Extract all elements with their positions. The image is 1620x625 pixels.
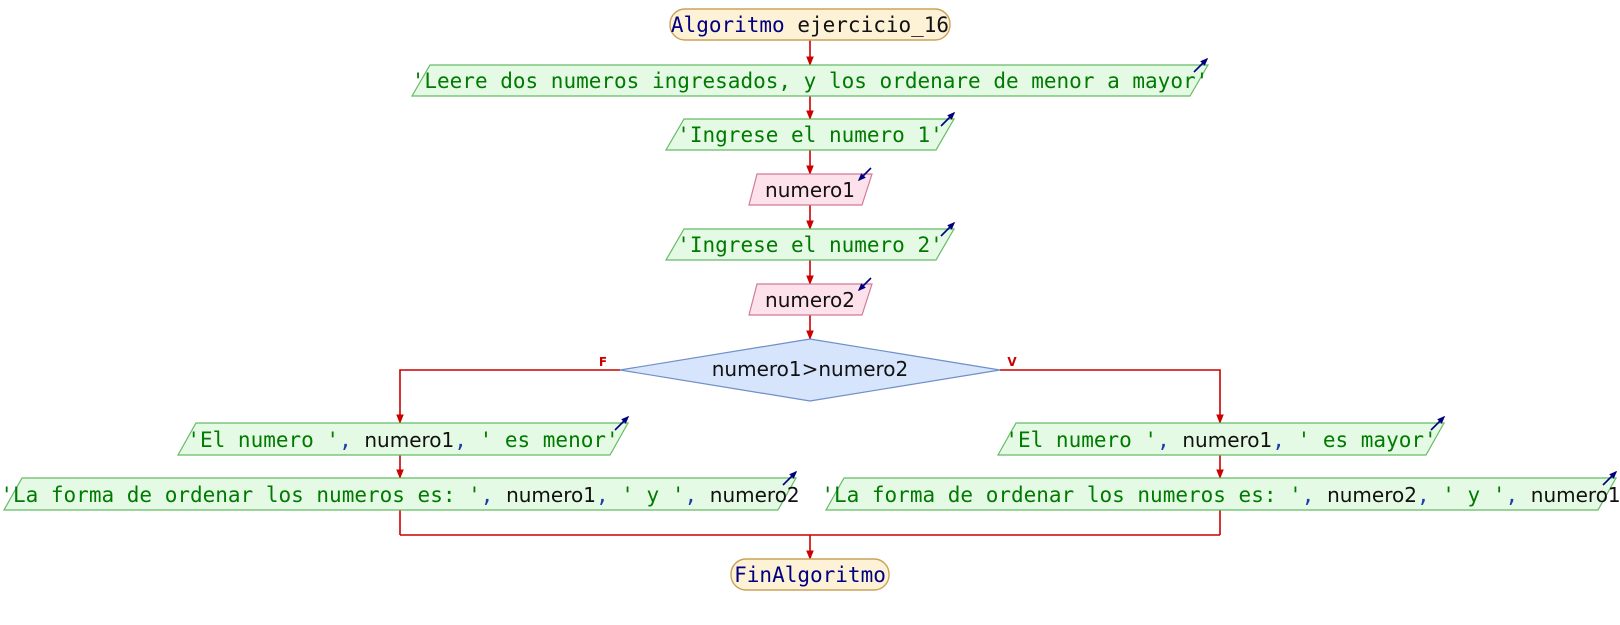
input-numero2[interactable]: numero2 [748,277,873,316]
start-terminal-shape [669,8,951,41]
output-arrow-icon [614,415,630,431]
output-prompt1-shape [664,118,956,151]
false-output-2-text: 'La forma de ordenar los numeros es: ', … [0,483,799,507]
output-prompt1[interactable]: 'Ingrese el numero 1' [664,111,956,151]
true-output-1-separator-1: , [1157,428,1182,452]
true-output-2-string-1: 'La forma de ordenar los numeros es: ' [821,483,1301,507]
false-output-1-string-1: 'El numero ' [187,428,339,452]
true-output-2-text: 'La forma de ordenar los numeros es: ', … [821,483,1620,507]
decision-false-label: F [599,355,607,369]
input-numero2-text: numero2 [765,288,855,312]
true-output-1-separator-2: , [1272,428,1297,452]
output-prompt2-text: 'Ingrese el numero 2' [677,233,943,257]
end-terminal-label: FinAlgoritmo [734,563,886,587]
true-output-2-variable-1: numero2 [1327,483,1417,507]
output-arrow-icon [940,221,956,237]
output-prompt2-shape [664,228,956,261]
true-branch-output-1[interactable]: 'El numero ', numero1, ' es mayor' [996,415,1446,456]
decision-node[interactable]: numero1>numero2 F V [599,338,1017,402]
true-output-1-variable-1: numero1 [1182,428,1272,452]
false-output-1-shape [176,422,630,456]
true-output-2-string-2: ' y ' [1442,483,1505,507]
output-intro-shape [410,64,1210,97]
input-arrow-icon [857,167,872,182]
false-output-2-separator-1: , [481,483,506,507]
false-output-1-variable-1: numero1 [364,428,454,452]
true-output-2-separator-2: , [1417,483,1442,507]
decision-condition: numero1>numero2 [712,357,909,381]
input-numero1-shape [748,173,873,206]
output-prompt2[interactable]: 'Ingrese el numero 2' [664,221,956,261]
start-algorithm-name: ejercicio_16 [797,13,949,37]
start-terminal[interactable]: Algoritmo ejercicio_16 [669,8,951,41]
start-name-space [785,13,798,37]
output-arrow-icon [1602,470,1618,486]
false-branch-output-1[interactable]: 'El numero ', numero1, ' es menor' [176,415,630,456]
output-intro-text: 'Leere dos numeros ingresados, y los ord… [412,69,1209,93]
output-intro[interactable]: 'Leere dos numeros ingresados, y los ord… [410,57,1210,97]
decision-shape [619,338,1001,402]
output-arrow-icon [1430,415,1446,431]
true-output-1-text: 'El numero ', numero1, ' es mayor' [1005,428,1436,452]
output-arrow-icon [1193,57,1209,73]
true-output-2-shape [824,477,1618,511]
start-keyword: Algoritmo [671,13,785,37]
true-output-1-string-2: ' es mayor' [1298,428,1437,452]
false-output-2-string-1: 'La forma de ordenar los numeros es: ' [0,483,480,507]
input-numero1-text: numero1 [765,178,855,202]
true-output-1-string-1: 'El numero ' [1005,428,1157,452]
true-output-2-variable-2: numero1 [1531,483,1620,507]
false-output-1-separator-1: , [339,428,364,452]
false-output-1-text: 'El numero ', numero1, ' es menor' [187,428,618,452]
connector-decision-true [1000,369,1224,424]
output-arrow-icon [782,470,798,486]
decision-true-label: V [1007,355,1017,369]
output-arrow-icon [940,111,956,127]
end-terminal[interactable]: FinAlgoritmo [730,558,890,591]
end-terminal-shape [730,558,890,591]
false-output-1-string-2: ' es menor' [480,428,619,452]
false-output-2-string-2: ' y ' [621,483,684,507]
false-branch-output-2[interactable]: 'La forma de ordenar los numeros es: ', … [0,470,800,511]
false-output-2-separator-2: , [596,483,621,507]
false-output-1-separator-2: , [454,428,479,452]
true-output-2-separator-1: , [1302,483,1327,507]
input-numero1[interactable]: numero1 [748,167,873,206]
input-numero2-shape [748,283,873,316]
input-arrow-icon [857,277,872,292]
true-branch-output-2[interactable]: 'La forma de ordenar los numeros es: ', … [821,470,1620,511]
false-output-2-separator-3: , [684,483,709,507]
connectors [396,40,1224,560]
false-output-2-variable-1: numero1 [506,483,596,507]
false-output-2-shape [2,477,798,511]
connector-decision-false [396,369,620,424]
true-output-2-separator-3: , [1505,483,1530,507]
start-terminal-label: Algoritmo ejercicio_16 [671,13,949,37]
output-prompt1-text: 'Ingrese el numero 1' [677,123,943,147]
false-output-2-variable-2: numero2 [710,483,800,507]
true-output-1-shape [996,422,1446,456]
